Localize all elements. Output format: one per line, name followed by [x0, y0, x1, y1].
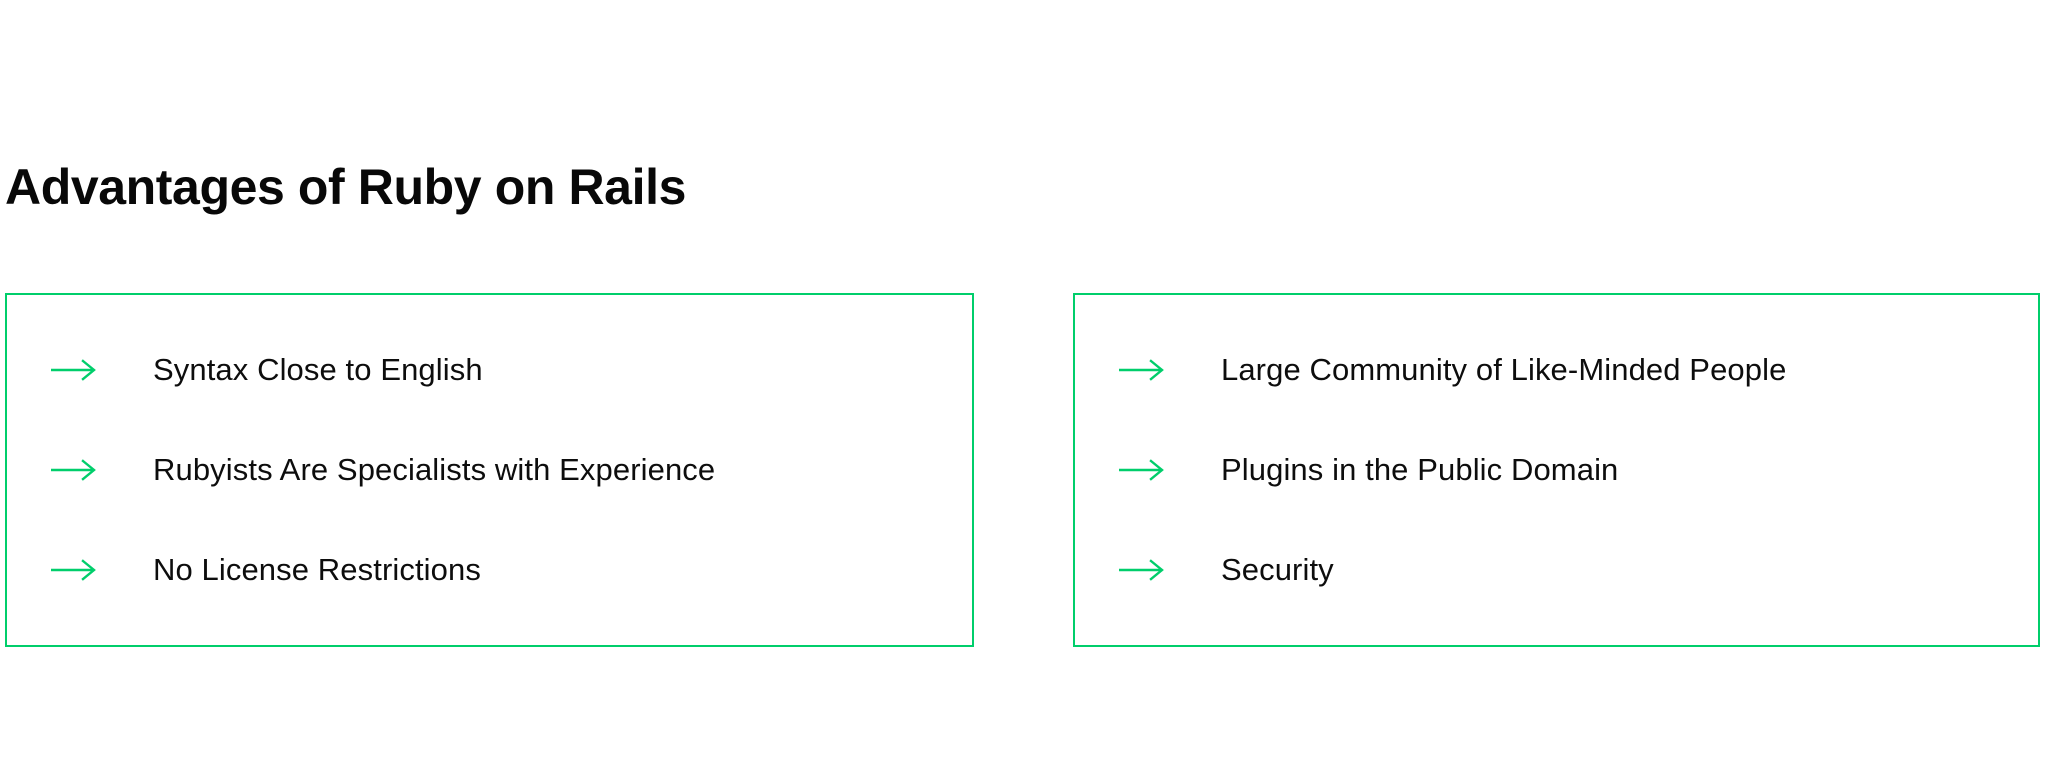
arrow-right-icon — [51, 459, 97, 481]
arrow-right-icon — [51, 559, 97, 581]
list-item: Plugins in the Public Domain — [1119, 420, 2038, 520]
arrow-right-icon — [1119, 559, 1165, 581]
list-item: Security — [1119, 520, 2038, 620]
list-item-label: Security — [1221, 552, 1334, 587]
list-item: Rubyists Are Specialists with Experience — [51, 420, 972, 520]
page-title: Advantages of Ruby on Rails — [5, 158, 686, 215]
arrow-right-icon — [51, 359, 97, 381]
list-item: Syntax Close to English — [51, 320, 972, 420]
advantages-box-right: Large Community of Like-Minded People Pl… — [1073, 293, 2040, 647]
arrow-right-icon — [1119, 359, 1165, 381]
advantages-box-left: Syntax Close to English Rubyists Are Spe… — [5, 293, 974, 647]
list-item-label: Rubyists Are Specialists with Experience — [153, 452, 716, 487]
list-item-label: No License Restrictions — [153, 552, 481, 587]
advantages-columns: Syntax Close to English Rubyists Are Spe… — [5, 293, 2040, 647]
list-item-label: Large Community of Like-Minded People — [1221, 352, 1787, 387]
list-item: Large Community of Like-Minded People — [1119, 320, 2038, 420]
list-item: No License Restrictions — [51, 520, 972, 620]
list-item-label: Syntax Close to English — [153, 352, 483, 387]
list-item-label: Plugins in the Public Domain — [1221, 452, 1619, 487]
arrow-right-icon — [1119, 459, 1165, 481]
